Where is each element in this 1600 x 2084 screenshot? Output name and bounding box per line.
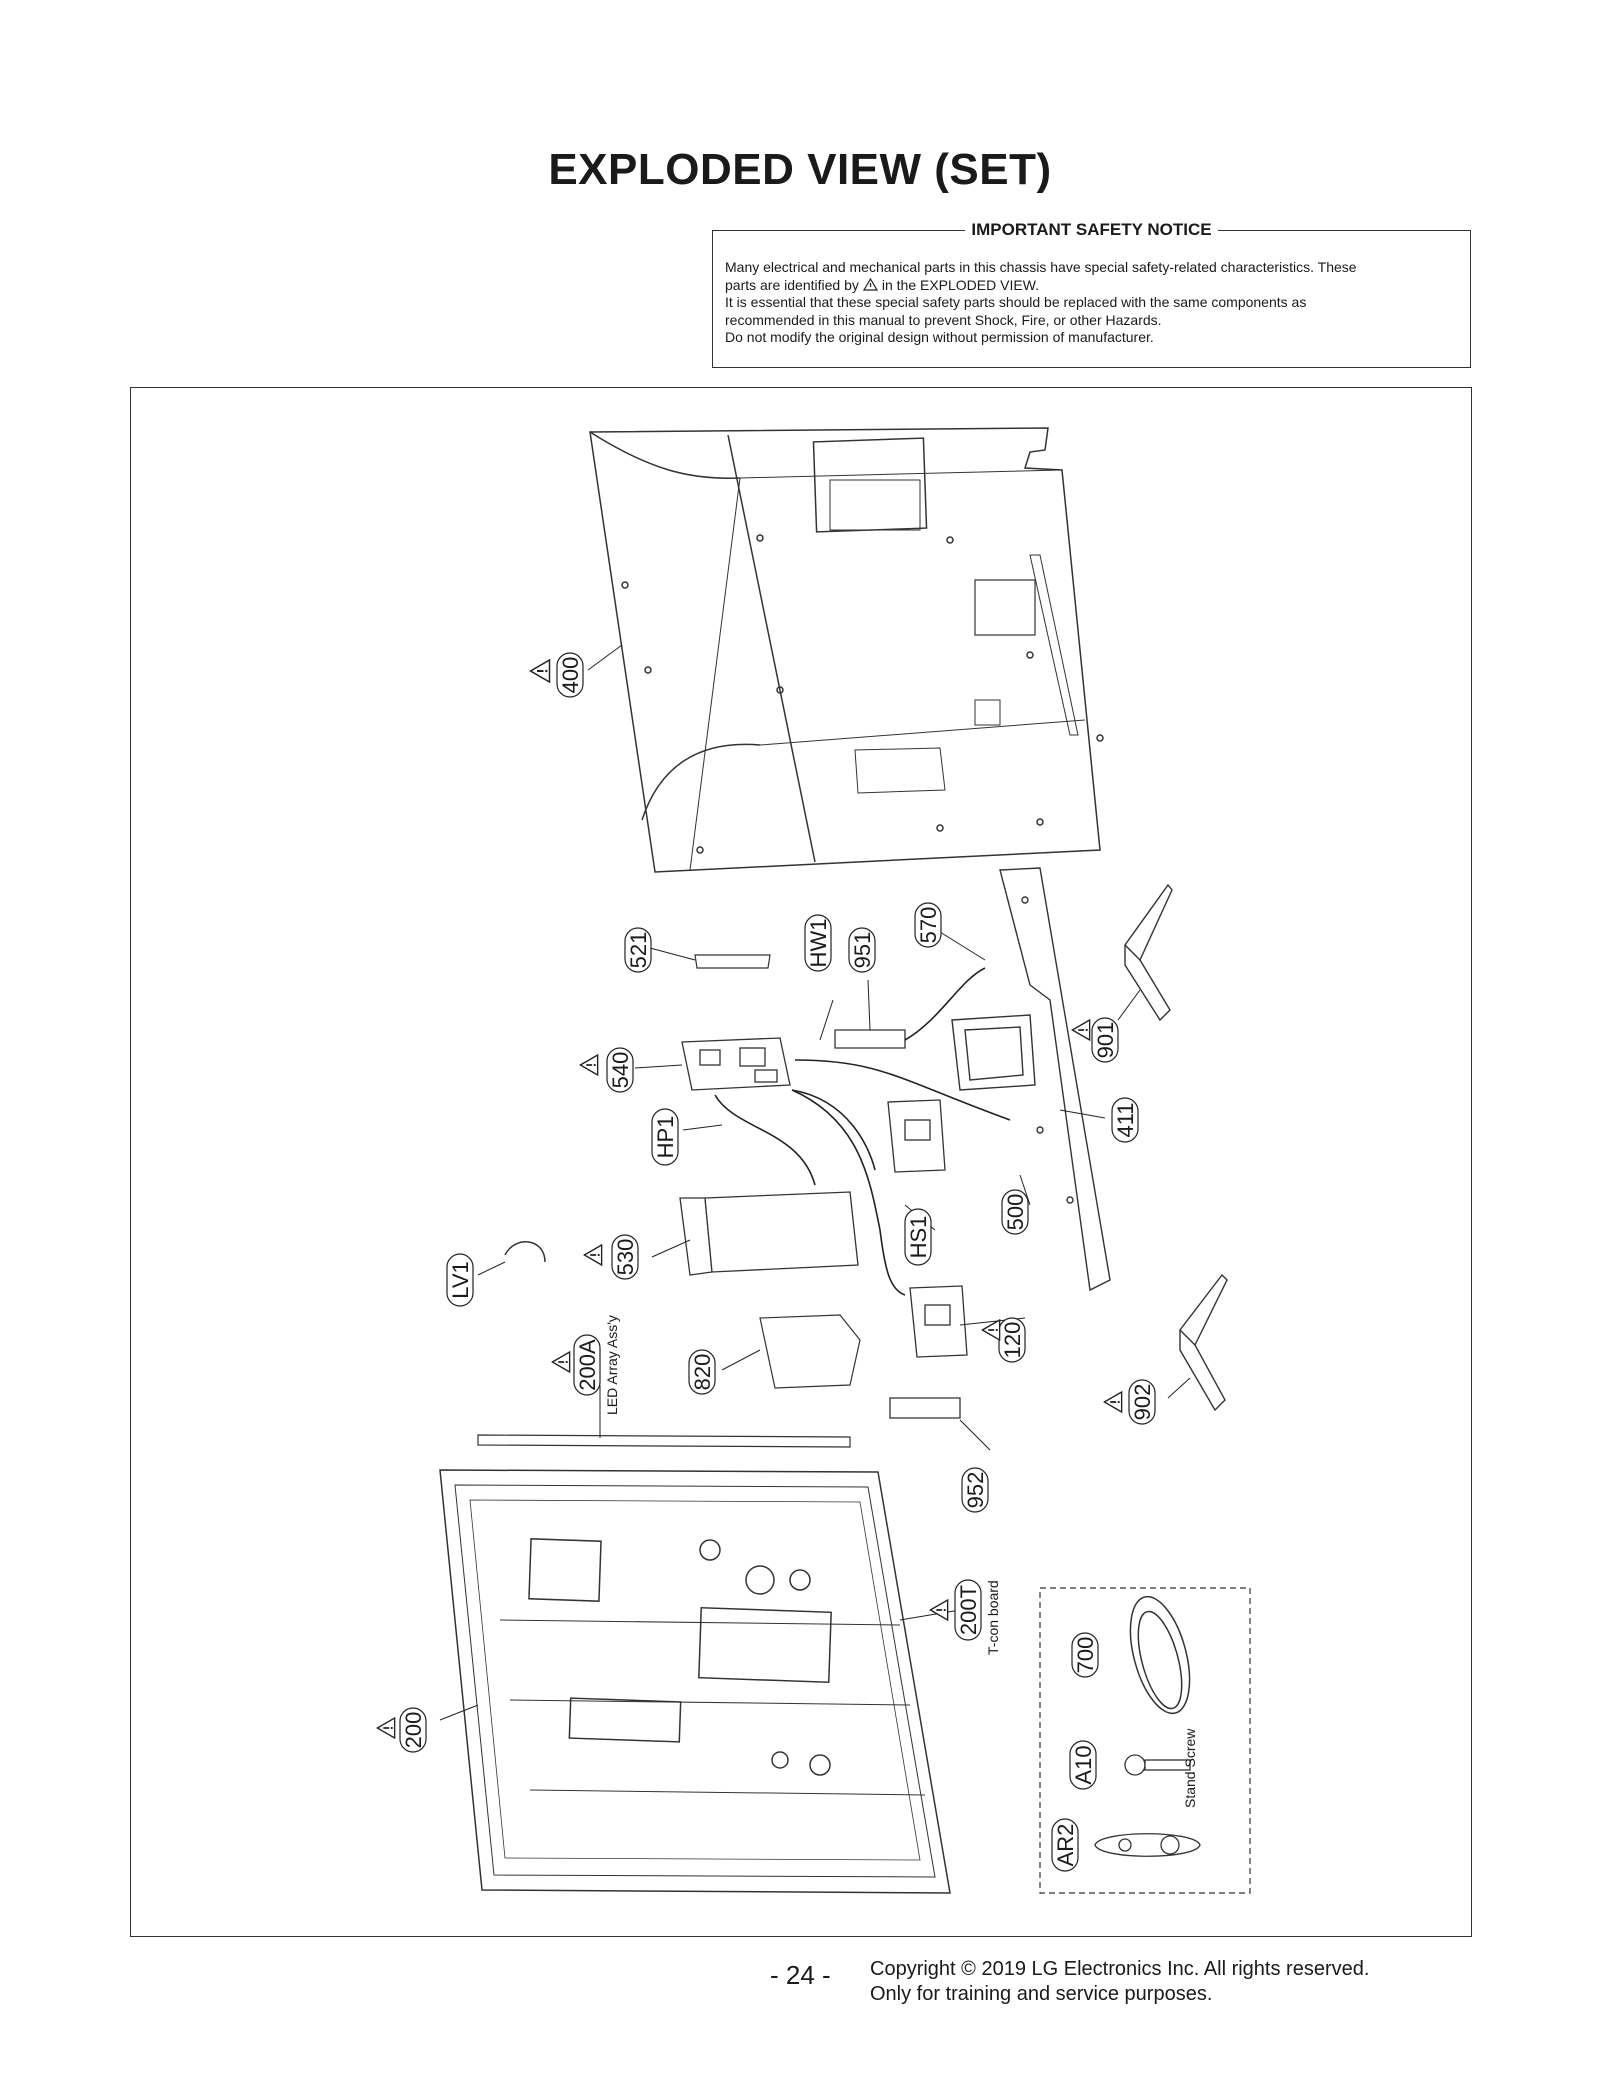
svg-text:A10: A10 [1071,1745,1096,1784]
warning-triangle-icon [583,1244,603,1266]
stand-bracket-part [951,867,1111,1292]
callout-521: 521 [624,927,652,973]
callout-400: 400 [556,652,584,698]
svg-text:500: 500 [1003,1194,1028,1231]
power-board-530-part [679,1191,859,1276]
svg-text:HW1: HW1 [806,919,831,968]
page-number: - 24 - [770,1960,831,1990]
svg-text:120: 120 [1000,1322,1025,1359]
callout-hs1: HS1 [904,1208,932,1266]
svg-text:200A: 200A [575,1339,600,1391]
svg-text:570: 570 [916,907,941,944]
svg-text:901: 901 [1093,1022,1118,1059]
svg-text:AR2: AR2 [1053,1824,1078,1867]
warning-triangle-icon [529,659,551,683]
led-array-note: LED Array Ass'y [604,1315,620,1415]
svg-text:LV1: LV1 [448,1261,473,1299]
speaker-box-120-lower-part [909,1285,968,1358]
callout-902: 902 [1128,1379,1156,1425]
exploded-diagram-frame [130,387,1472,1937]
svg-text:700: 700 [1073,1637,1098,1674]
warning-triangle-icon [862,277,878,291]
warning-triangle-icon [376,1717,396,1739]
power-cord-700-part [1129,1595,1191,1715]
page-title: EXPLODED VIEW (SET) [548,145,1052,194]
svg-text:902: 902 [1130,1384,1155,1421]
callout-lv1: LV1 [446,1253,474,1307]
svg-text:200: 200 [401,1712,426,1749]
warning-triangle-icon [579,1054,599,1076]
callout-a10: A10 [1069,1740,1097,1790]
callout-120: 120 [998,1317,1026,1363]
speaker-951-part [834,1029,906,1049]
stand-902-part [1179,1273,1228,1412]
callout-200t: 200T [954,1579,982,1641]
svg-text:951: 951 [850,932,875,969]
callout-951: 951 [848,927,876,973]
svg-text:400: 400 [558,657,583,694]
speaker-952-part [889,1397,961,1419]
stand-901-part [1124,883,1173,1022]
cable-harnesses [714,967,1011,1296]
callout-ar2: AR2 [1051,1818,1079,1872]
safety-notice-body: Many electrical and mechanical parts in … [725,259,1357,345]
svg-text:411: 411 [1113,1102,1138,1137]
accessories-box [1039,1587,1251,1894]
warning-triangle-icon [551,1351,571,1373]
callout-901: 901 [1091,1017,1119,1063]
safety-notice-heading: IMPORTANT SAFETY NOTICE [713,220,1470,240]
warning-triangle-icon [929,1599,949,1621]
callout-530: 530 [611,1234,639,1280]
callout-hw1: HW1 [804,914,832,972]
warning-triangle-icon [1103,1391,1123,1413]
callout-200a: 200A [573,1334,601,1396]
cable-lv1-part [504,1241,546,1263]
callout-hp1: HP1 [651,1108,679,1166]
tcon-note: T-con board [985,1580,1001,1655]
warning-triangle-icon [1071,1019,1091,1041]
callout-570: 570 [914,902,942,948]
svg-text:HP1: HP1 [653,1116,678,1159]
warning-triangle-icon [981,1319,1001,1341]
svg-text:200T: 200T [956,1585,981,1635]
svg-text:952: 952 [963,1472,988,1509]
callout-820: 820 [688,1349,716,1395]
safety-notice-box: IMPORTANT SAFETY NOTICE Many electrical … [712,220,1471,368]
copyright-notice: Copyright © 2019 LG Electronics Inc. All… [870,1958,1370,2005]
svg-text:521: 521 [626,932,651,969]
callout-500: 500 [1001,1189,1029,1235]
callout-411: 411 [1111,1097,1139,1143]
ir-board-521-part [694,954,771,969]
insulator-820-part [759,1314,861,1389]
svg-text:820: 820 [690,1354,715,1391]
lcd-module-part [439,1469,951,1894]
svg-text:HS1: HS1 [906,1216,931,1259]
back-cover-part [589,427,1104,873]
stand-screw-note: Stand Screw [1182,1728,1198,1808]
led-array-200a-part [477,1434,851,1448]
callout-200: 200 [399,1707,427,1753]
remote-ar2-part [1094,1833,1201,1857]
svg-text:530: 530 [613,1239,638,1276]
callout-540: 540 [606,1047,634,1093]
stand-screw-a10-part [1124,1754,1191,1776]
callout-952: 952 [961,1467,989,1513]
main-board-540-part [681,1037,791,1091]
speaker-box-120-upper-part [887,1099,946,1173]
callout-700: 700 [1071,1632,1099,1678]
svg-text:540: 540 [608,1052,633,1089]
